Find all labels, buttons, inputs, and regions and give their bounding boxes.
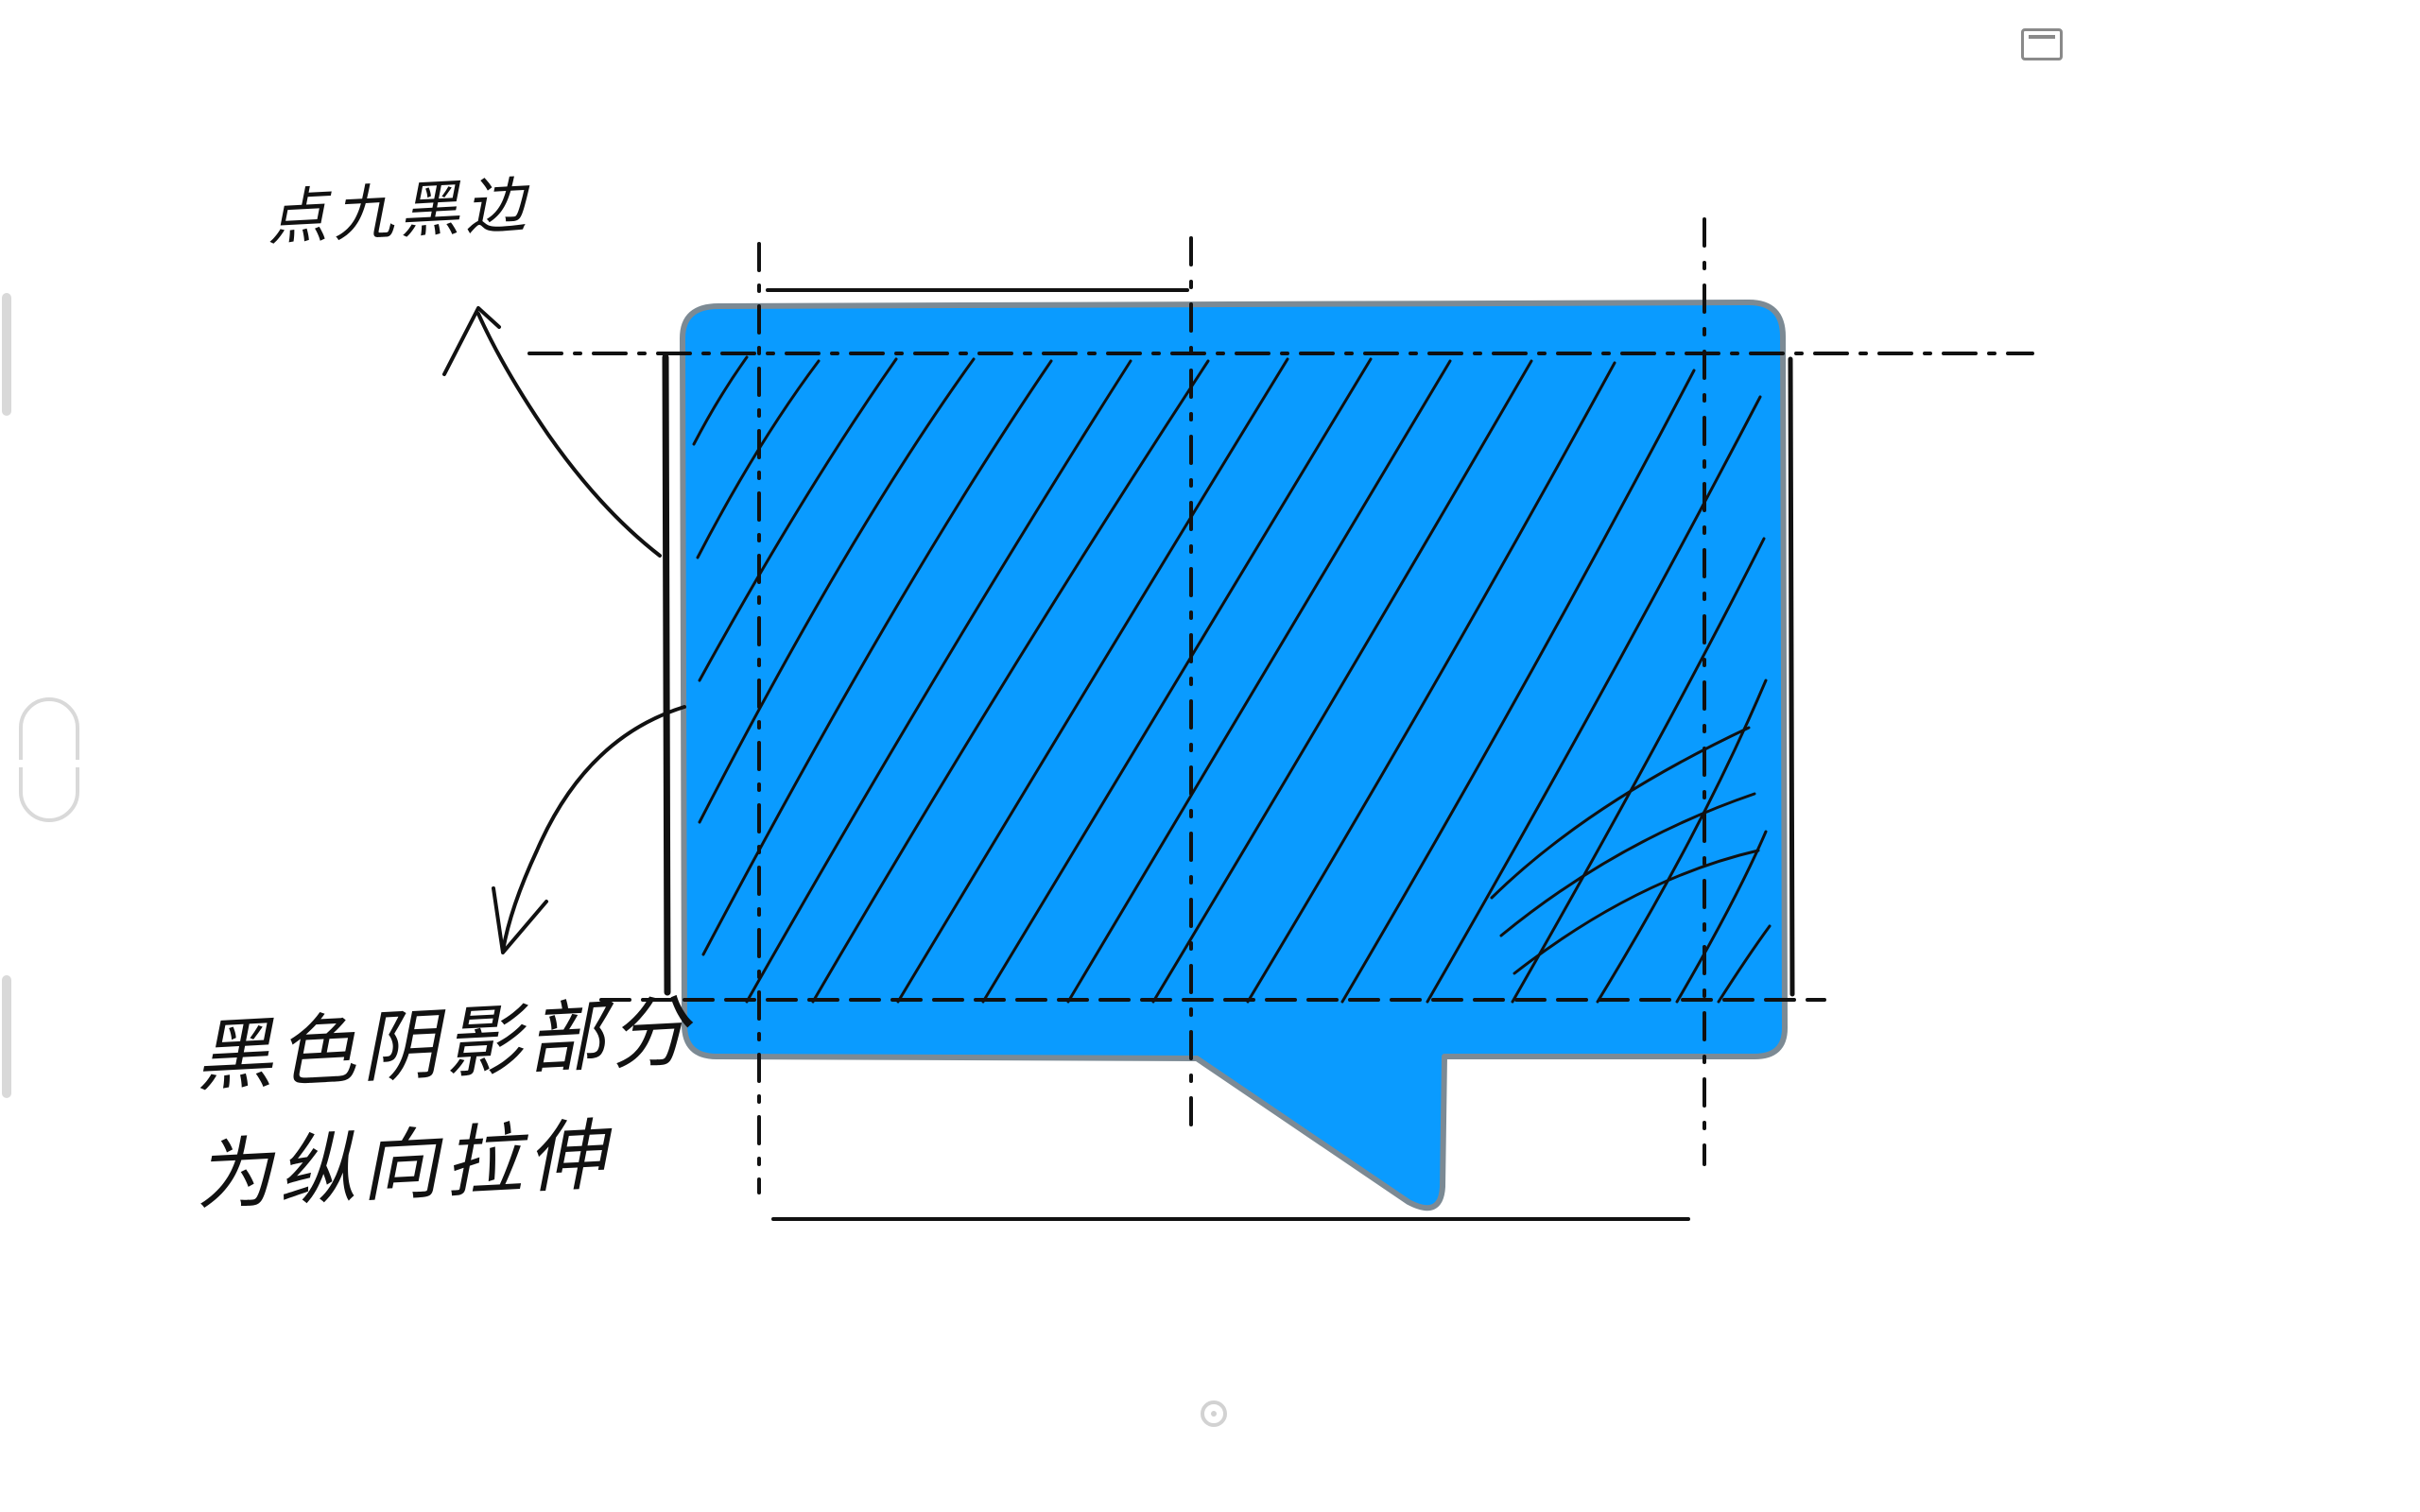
top-annotation-text: 点九黑边 [265, 170, 533, 254]
right-content-marker [1788, 356, 1795, 997]
left-scroll-handle-top[interactable] [2, 293, 11, 416]
guide-lines [527, 217, 2034, 1194]
speech-bubble-shape [680, 300, 1788, 1211]
bottom-arrow-curve [501, 705, 686, 953]
left-side-toggle-icon[interactable] [19, 697, 79, 822]
bottom-arrow-head [492, 886, 548, 954]
home-indicator-icon[interactable] [1201, 1400, 1227, 1427]
left-scroll-handle-bottom[interactable] [2, 975, 11, 1098]
top-arrow-head [442, 306, 501, 376]
patch-marker-lines [662, 288, 1795, 1221]
stretch-hatching [692, 355, 1772, 1004]
annotation-arrows [442, 306, 686, 954]
window-restore-icon[interactable] [2021, 28, 2063, 60]
left-stretch-marker [662, 353, 671, 996]
bottom-annotation-line-2: 为纵向拉伸 [192, 1110, 614, 1222]
top-arrow-curve [476, 312, 662, 558]
